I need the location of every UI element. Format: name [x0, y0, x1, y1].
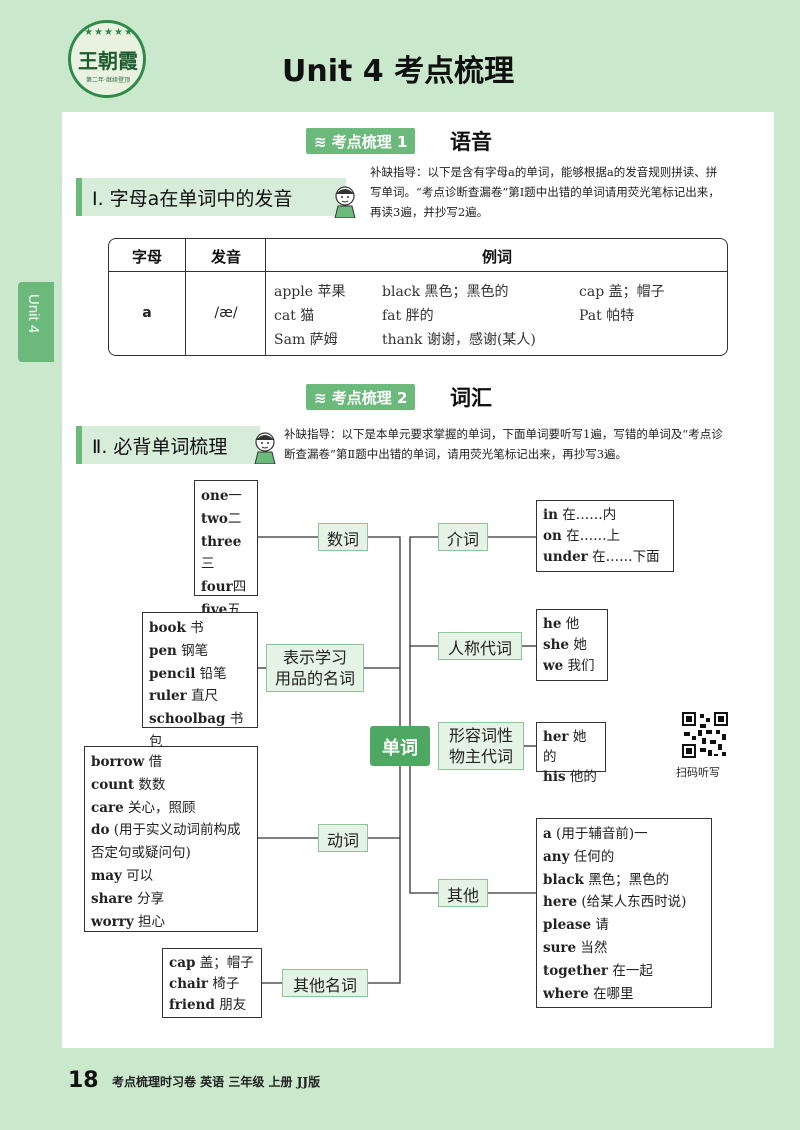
- word-item: book 书: [149, 617, 251, 640]
- label-line: 表示学习: [267, 647, 363, 668]
- word-item: his 他的: [543, 767, 599, 787]
- word-item: where 在哪里: [543, 983, 705, 1006]
- word-item: two二: [201, 508, 251, 531]
- pronouns-label: 人称代词: [438, 632, 522, 660]
- word-item: in 在……内: [543, 505, 667, 526]
- word-item: we 我们: [543, 656, 601, 677]
- prepositions-label: 介词: [438, 523, 488, 551]
- word-item: friend 朋友: [169, 995, 255, 1016]
- word-item: four四: [201, 576, 251, 599]
- word-item: may 可以: [91, 865, 251, 888]
- prepositions-box: in 在……内 on 在……上 under 在……下面: [536, 500, 674, 572]
- word-item: pencil 铅笔: [149, 663, 251, 686]
- stationery-label: 表示学习 用品的名词: [266, 644, 364, 692]
- center-node: 单词: [370, 726, 430, 766]
- label-line: 用品的名词: [267, 668, 363, 689]
- numbers-box: one一 two二 three三 four四 five五: [194, 480, 258, 596]
- pronouns-box: he 他 she 她 we 我们: [536, 609, 608, 681]
- other-nouns-label: 其他名词: [282, 969, 368, 997]
- word-item: together 在一起: [543, 960, 705, 983]
- word-item: count 数数: [91, 774, 251, 797]
- word-item: one一: [201, 485, 251, 508]
- word-item: on 在……上: [543, 526, 667, 547]
- word-item: three三: [201, 531, 251, 577]
- word-item: black 黑色；黑色的: [543, 869, 705, 892]
- qr-code-icon[interactable]: [682, 712, 728, 758]
- word-item: cap 盖；帽子: [169, 953, 255, 974]
- others-label: 其他: [438, 879, 488, 907]
- label-line: 物主代词: [439, 746, 523, 767]
- word-item: pen 钢笔: [149, 640, 251, 663]
- verbs-box: borrow 借 count 数数 care 关心，照顾 do (用于实义动词前…: [84, 746, 258, 932]
- others-box: a (用于辅音前)一 any 任何的 black 黑色；黑色的 here (给某…: [536, 818, 712, 1008]
- possessives-box: her 她的 his 他的: [536, 722, 606, 772]
- word-item: she 她: [543, 635, 601, 656]
- word-item: ruler 直尺: [149, 685, 251, 708]
- word-item: her 她的: [543, 727, 599, 767]
- other-nouns-box: cap 盖；帽子 chair 椅子 friend 朋友: [162, 948, 262, 1018]
- footer-text: 考点梳理时习卷 英语 三年级 上册 JJ版: [112, 1073, 320, 1090]
- verbs-label: 动词: [318, 824, 368, 852]
- stationery-box: book 书 pen 钢笔 pencil 铅笔 ruler 直尺 schoolb…: [142, 612, 258, 728]
- word-item: do (用于实义动词前构成否定句或疑问句): [91, 819, 251, 865]
- word-item: under 在……下面: [543, 547, 667, 568]
- word-item: any 任何的: [543, 846, 705, 869]
- numbers-label: 数词: [318, 523, 368, 551]
- word-item: care 关心，照顾: [91, 797, 251, 820]
- page-number: 18: [68, 1068, 99, 1093]
- word-item: share 分享: [91, 888, 251, 911]
- word-item: chair 椅子: [169, 974, 255, 995]
- word-item: please 请: [543, 914, 705, 937]
- word-item: here (给某人东西时说): [543, 891, 705, 914]
- qr-caption: 扫码听写: [676, 764, 720, 780]
- word-item: worry 担心: [91, 911, 251, 934]
- word-item: borrow 借: [91, 751, 251, 774]
- word-item: a (用于辅音前)一: [543, 823, 705, 846]
- word-item: he 他: [543, 614, 601, 635]
- label-line: 形容词性: [439, 725, 523, 746]
- possessives-label: 形容词性 物主代词: [438, 722, 524, 770]
- word-item: sure 当然: [543, 937, 705, 960]
